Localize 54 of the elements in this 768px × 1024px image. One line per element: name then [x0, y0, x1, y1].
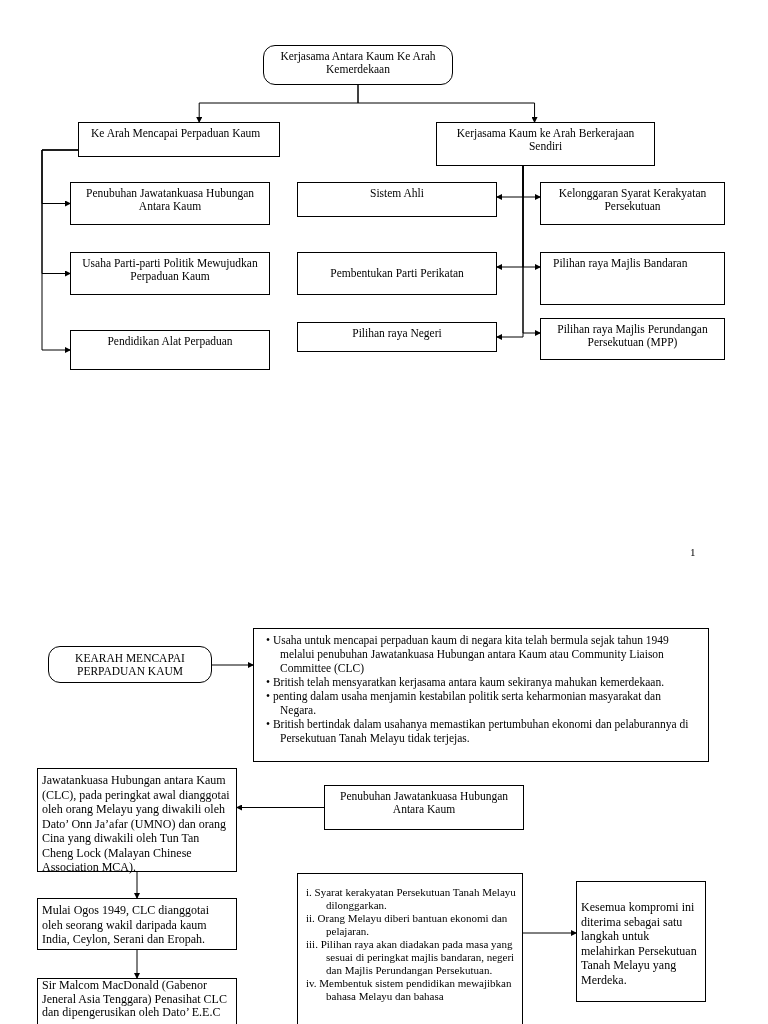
node-text: Kerjasama Kaum ke Arah Berkerajaan Sendiri: [455, 127, 636, 153]
arrow: [522, 165, 541, 336]
node-text: KEARAH MENCAPAI PERPADUAN KAUM: [74, 651, 186, 678]
node-text: Kerjasama Antara Kaum Ke Arah Kemerdekaan: [279, 50, 437, 76]
node-text: Pendidikan Alat Perpaduan: [107, 335, 233, 348]
bullet-item: • Usaha untuk mencapai perpaduan kaum di negara kita telah bermula sejak tahun 1949 melalui penubuhan Jawatankuasa Hubungan antara Kaum atau Community Liaison Committee (CLC): [266, 633, 670, 675]
node-text: Penubuhan Jawatankuasa Hubungan Antara Kaum: [339, 790, 509, 816]
process-box: [70, 182, 270, 225]
node-text: iv. Membentuk sistem pendidikan mewajibkan bahasa Melayu dan bahasa: [306, 977, 513, 1003]
process-box: [540, 182, 725, 225]
page-number: 1: [690, 545, 696, 560]
process-box: [253, 628, 709, 762]
arrow: [211, 662, 254, 668]
node-text: Sir Malcom MacDonald (Gabenor Jeneral Asia Tenggara) Penasihat CLC dan dipengerusikan oleh Dato’ E.E.C: [42, 979, 228, 1020]
node-text: Kesemua kompromi ini diterima sebagai satu langkah untuk melahirkan Persekutuan Tanah Melayu yang Merdeka.: [581, 900, 698, 987]
node-text: i. Syarat kerakyatan Persekutuan Tanah Melayu dilonggarkan.: [306, 886, 517, 912]
process-box: [297, 873, 523, 1024]
process-box: [540, 318, 725, 360]
node-text: Mulai Ogos 1949, CLC dianggotai oleh seorang wakil daripada kaum India, Ceylon, Serani dan Eropah.: [42, 903, 210, 947]
process-box: [297, 252, 497, 295]
arrow: [134, 871, 140, 899]
rounded-box: [48, 646, 212, 683]
node-text: ii. Orang Melayu diberi bantuan ekonomi dan pelajaran.: [306, 912, 509, 938]
process-box: [37, 978, 237, 1024]
arrow: [134, 949, 140, 979]
bullet-item: • British telah mensyaratkan kerjasama antara kaum sekiranya mahukan kemerdekaan.: [266, 675, 666, 689]
process-box: [37, 898, 237, 950]
process-box: [70, 330, 270, 370]
node-text: iii. Pilihan raya akan diadakan pada masa yang sesuai di peringkat majlis bandaran, negeri dan Majlis Perundangan Persekutuan.: [306, 938, 516, 977]
arrow: [41, 149, 79, 353]
bullet-item: • penting dalam usaha menjamin kestabilan politik serta keharmonian masyarakat dan Negara.: [266, 689, 662, 717]
node-text: Jawatankuasa Hubungan antara Kaum (CLC), pada peringkat awal dianggotai oleh orang Melayu yang diwakili oleh Dato’ Onn Ja’afar (UMNO) dan orang Cina yang diwakili oleh Tun Tan Cheng Lock (Malayan Chinese Association MCA).: [42, 773, 231, 875]
node-text: Sistem Ahli: [370, 187, 424, 200]
process-box: [78, 122, 280, 157]
node-text: Pilihan raya Negeri: [352, 327, 442, 340]
node-text: Usaha Parti-parti Politik Mewujudkan Perpaduan Kaum: [81, 257, 259, 283]
process-box: [70, 252, 270, 295]
node-text: Pilihan raya Majlis Perundangan Persekutuan (MPP): [556, 323, 709, 349]
node-text: Pilihan raya Majlis Bandaran: [553, 257, 688, 270]
process-box: [324, 785, 524, 830]
arrow: [522, 930, 577, 936]
process-box: [540, 252, 725, 305]
node-text: Kelonggaran Syarat Kerakyatan Persekutuan: [557, 187, 708, 213]
node-text: Penubuhan Jawatankuasa Hubungan Antara Kaum: [85, 187, 255, 213]
node-text: Ke Arah Mencapai Perpaduan Kaum: [91, 127, 261, 140]
arrow: [357, 84, 538, 123]
bullet-item: • British bertindak dalam usahanya memastikan pertumbuhan ekonomi dan pelaburannya di Persekutuan Tanah Melayu tidak terjejas.: [266, 717, 690, 745]
process-box: [436, 122, 655, 166]
node-text: Pembentukan Parti Perikatan: [330, 267, 464, 280]
process-box: [297, 322, 497, 352]
rounded-box: [263, 45, 453, 85]
process-box: [297, 182, 497, 217]
arrow: [236, 804, 325, 811]
process-box: [576, 881, 706, 1002]
